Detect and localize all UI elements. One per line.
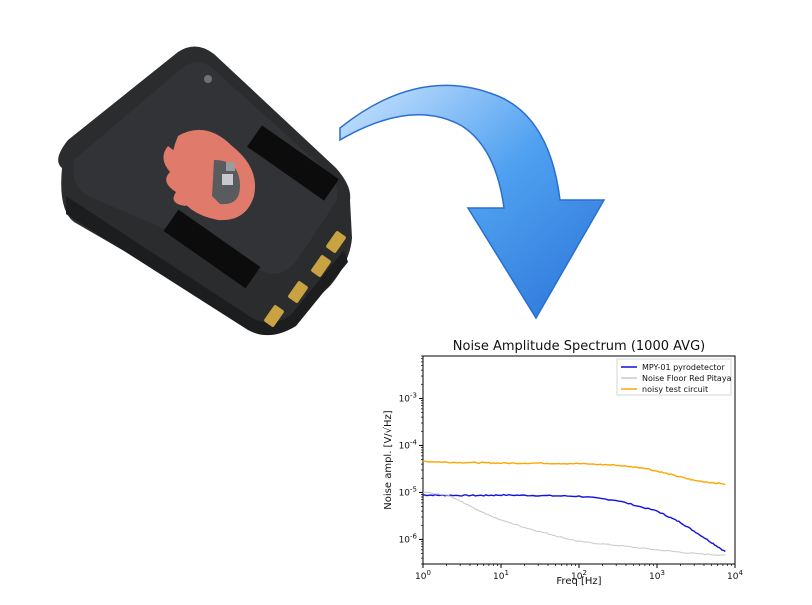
x-axis: 100 101 102 103 104 <box>415 564 743 582</box>
x-tick-label: 100 <box>415 569 431 582</box>
series-line-2 <box>422 491 726 556</box>
x-tick-label: 103 <box>649 569 665 582</box>
x-axis-label: Freq [Hz] <box>556 576 601 587</box>
legend-label: noisy test circuit <box>642 385 708 394</box>
curved-arrow-icon <box>339 84 606 320</box>
series-line-3 <box>422 460 726 485</box>
x-tick-label: 104 <box>727 569 743 582</box>
gpio-header-bottom <box>163 209 261 289</box>
y-tick-label: 10-3 <box>399 391 417 404</box>
series-lines <box>422 460 726 556</box>
y-tick-label: 10-5 <box>399 485 417 498</box>
y-axis: 10-6 10-5 10-4 10-3 <box>399 355 423 565</box>
flame-logo <box>163 129 256 221</box>
gpio-header-top <box>247 125 339 201</box>
x-tick-label: 102 <box>571 569 587 582</box>
sma-connectors <box>264 231 346 327</box>
series-line-1 <box>422 493 726 553</box>
y-tick-label: 10-4 <box>399 438 418 451</box>
legend-label: Noise Floor Red Pitaya <box>642 374 732 383</box>
y-tick-label: 10-6 <box>399 532 418 545</box>
status-led <box>204 75 212 83</box>
x-tick-label: 101 <box>493 569 509 582</box>
chart-title: Noise Amplitude Spectrum (1000 AVG) <box>453 339 705 354</box>
red-pitaya-device <box>58 46 353 336</box>
legend-label: MPY-01 pyrodetector <box>642 363 725 372</box>
y-axis-label: Noise ampl. [V/√Hz] <box>383 410 394 510</box>
